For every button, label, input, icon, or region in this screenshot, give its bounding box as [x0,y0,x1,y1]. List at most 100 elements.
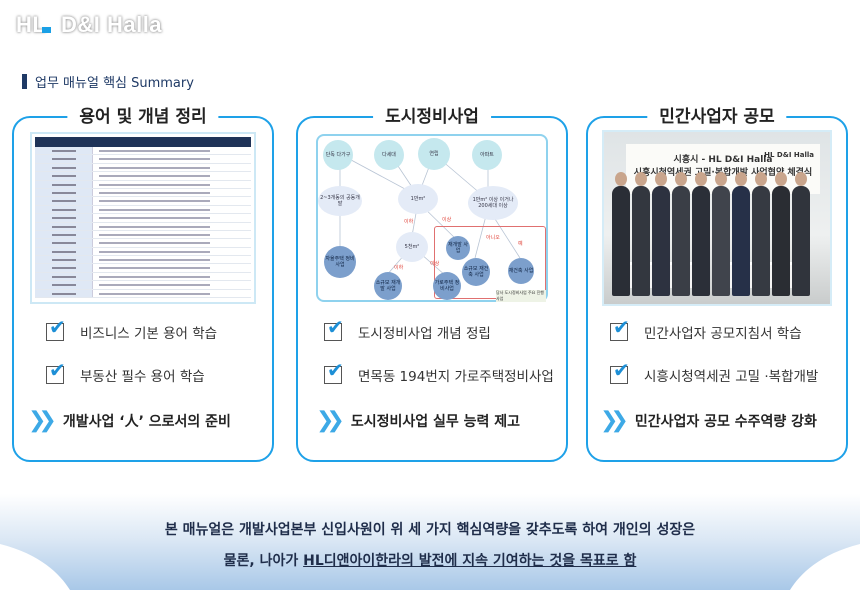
edge-label: 이상 [430,261,440,267]
summary-line-1: 본 매뉴얼은 개발사업본부 신입사원이 위 세 가지 핵심역량을 갖추도록 하여… [164,522,696,538]
renewal-diagram: 단독 다가구 다세대 연립 아파트 2~3개동의 공동개발 1만m² 1만m² … [314,132,550,304]
edge-label: 이하 [394,265,404,271]
table-row [35,180,251,189]
checklist-item: 면목동 194번지 가로주택정비사업 [324,358,554,385]
card-title: 용어 및 개념 정리 [67,102,219,127]
diagram-legend: 당사 도시정비사업 주요 진행사업 [496,290,546,302]
checkbox-checked-icon [610,358,630,384]
double-chevron-icon: ❯❯ [316,408,345,433]
goal: ❯❯ 도시정비사업 실무 능력 제고 [316,408,520,433]
diagram-node: 2~3개동의 공동개발 [318,186,362,216]
item-label: 면목동 194번지 가로주택정비사업 [358,369,554,385]
checklist-item: 도시정비사업 개념 정립 [324,315,491,342]
edge-label: 예 [518,241,523,247]
table-row [35,256,251,265]
person [672,172,690,296]
item-label: 민간사업자 공모지침서 학습 [644,326,802,342]
item-label: 부동산 필수 용어 학습 [80,369,205,385]
double-chevron-icon: ❯❯ [28,408,57,433]
edge-label: 이상 [442,217,452,223]
card-title: 민간사업자 공모 [647,102,787,127]
section-title: 업무 매뉴얼 핵심 Summary [35,76,194,91]
summary-line-2: 물론, 나아가 HL디앤아이한라의 발전에 지속 기여하는 것을 목표로 함 [0,546,860,577]
person [612,172,630,296]
checkbox-checked-icon [46,315,66,341]
table-row [35,264,251,273]
diagram-node: 1만m² [398,184,438,214]
double-chevron-icon: ❯❯ [600,408,629,433]
summary-banner [0,494,860,590]
checkbox-checked-icon [324,358,344,384]
card-terms: 용어 및 개념 정리 비즈니스 기본 용어 학습 부동산 필수 용어 학습 ❯❯… [12,102,274,462]
table-row [35,214,251,223]
person [732,172,750,296]
goal: ❯❯ 개발사업 ‘人’ 으로서의 준비 [28,408,231,433]
summary-underlined: HL디앤아이한라의 발전에 지속 기여하는 것을 목표로 함 [303,553,637,569]
logo-text-right: D&I Halla [60,12,163,37]
table-row [35,281,251,290]
diagram-node: 소규모 재개발 사업 [374,272,402,300]
checklist-item: 시흥시청역세권 고밀 ·복합개발 [610,358,819,385]
item-label: 시흥시청역세권 고밀 ·복합개발 [644,369,819,385]
checklist-item: 민간사업자 공모지침서 학습 [610,315,802,342]
diagram-node: 재건축 사업 [508,258,534,284]
goal-label: 민간사업자 공모 수주역량 강화 [634,413,817,430]
checkbox-checked-icon [324,315,344,341]
table-row [35,163,251,173]
table-row [35,147,251,156]
section-heading: 업무 매뉴얼 핵심 Summary [22,72,194,91]
diagram-node: 다세대 [374,140,404,170]
goal: ❯❯ 민간사업자 공모 수주역량 강화 [600,408,817,433]
highlight-box [434,226,546,299]
item-label: 비즈니스 기본 용어 학습 [80,326,218,342]
diagram-node: 연립 [418,138,450,170]
diagram-node: 재개발 사업 [446,236,470,260]
goal-label: 도시정비사업 실무 능력 제고 [350,413,521,430]
diagram-node: 자율주택 정비사업 [324,246,356,278]
diagram-node: 단독 다가구 [323,140,353,170]
person [752,172,770,296]
edge-label: 이하 [404,219,414,225]
person [632,172,650,296]
terms-table-image [30,132,256,304]
table-row [35,222,251,231]
diagram-node: 아파트 [472,140,502,170]
company-logo: HL D&I Halla [16,12,162,38]
person [692,172,710,296]
checklist-item: 비즈니스 기본 용어 학습 [46,315,218,342]
diagram-node: 소규모 재건축 사업 [462,258,490,286]
summary-prefix: 물론, 나아가 [223,553,304,569]
checkbox-checked-icon [610,315,630,341]
person [712,172,730,296]
diagram-node: 1만m² 이상 이거나 200세대 이상 [468,186,518,220]
logo-text-left: HL [16,12,47,37]
signing-ceremony-photo: HL D&I Halla 시흥시 - HL D&I Halla 시흥시청역세권 … [602,130,832,306]
table-row [35,197,251,206]
table-row [35,289,251,299]
diagram-node: 5천m² [396,232,428,262]
table-row [35,230,251,240]
table-row [35,272,251,282]
item-label: 도시정비사업 개념 정립 [358,326,491,342]
person [772,172,790,296]
logo-mark [42,27,52,33]
section-bar [22,74,27,89]
banner-line: 시흥시 - HL D&I Halla [673,155,773,165]
table-row [35,247,251,257]
banner-logo: HL D&I Halla [764,151,814,159]
person [652,172,670,296]
table-row [35,188,251,198]
card-title: 도시정비사업 [373,102,491,127]
card-private-bid: 민간사업자 공모 HL D&I Halla 시흥시 - HL D&I Halla… [586,102,848,462]
table-row [35,172,251,181]
diagram-node: 가로주택 정비사업 [433,272,461,300]
checklist-item: 부동산 필수 용어 학습 [46,358,205,385]
summary-text: 본 매뉴얼은 개발사업본부 신입사원이 위 세 가지 핵심역량을 갖추도록 하여… [0,515,860,577]
goal-label: 개발사업 ‘人’ 으로서의 준비 [62,413,231,430]
table-row [35,239,251,248]
table-row [35,155,251,164]
edge-label: 아니오 [486,235,500,241]
card-urban-renewal: 도시정비사업 단독 다가구 다세대 연립 아파트 2~3개동의 공동개발 1만m… [296,102,568,462]
person [792,172,810,296]
table-row [35,205,251,215]
